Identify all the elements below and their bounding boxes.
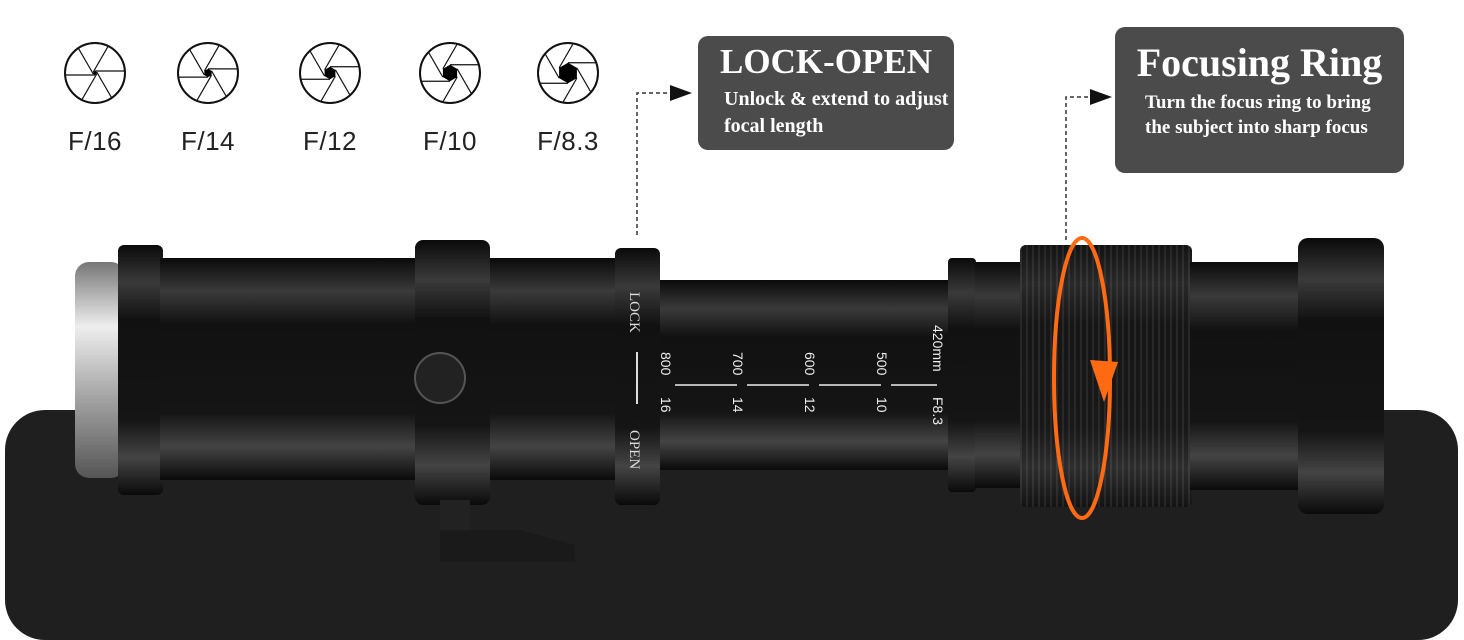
lock-open-connector xyxy=(636,85,692,235)
lock-open-callout: LOCK-OPEN Unlock & extend to adjust foca… xyxy=(698,36,954,150)
open-label: OPEN xyxy=(626,430,642,469)
lens-mount xyxy=(75,245,163,495)
aperture-label: F/16 xyxy=(67,126,123,156)
rotation-arrow-icon xyxy=(1052,236,1118,520)
zoom-barrel xyxy=(660,280,950,470)
rear-barrel xyxy=(160,258,418,480)
aperture-f16: F/16 xyxy=(55,40,135,157)
aperture-icon xyxy=(419,42,481,104)
callout-description: Turn the focus ring to bring the subject… xyxy=(1145,92,1371,138)
aperture-label: F/14 xyxy=(180,126,236,156)
callout-title: LOCK-OPEN xyxy=(720,42,932,81)
collar-knob[interactable] xyxy=(414,352,466,404)
aperture-f12: F/12 xyxy=(290,40,370,157)
fstop-mark: 10 xyxy=(874,397,890,413)
focal-mark: 700 xyxy=(730,352,746,376)
aperture-icon xyxy=(299,42,361,104)
fstop-mark: 14 xyxy=(730,397,746,413)
aperture-f8-3: F/8.3 xyxy=(528,40,608,157)
callout-title: Focusing Ring xyxy=(1136,40,1383,85)
fstop-mark: 16 xyxy=(658,397,674,413)
aperture-label: F/12 xyxy=(302,126,358,156)
aperture-label: F/8.3 xyxy=(537,126,599,156)
focusing-ring-callout: Focusing Ring Turn the focus ring to bri… xyxy=(1115,27,1404,173)
focal-mark: 800 xyxy=(658,352,674,376)
aperture-icon xyxy=(537,42,599,104)
lock-label: LOCK xyxy=(626,292,642,333)
aperture-label: F/10 xyxy=(422,126,478,156)
front-ring xyxy=(948,258,976,492)
fstop-mark: F8.3 xyxy=(930,397,946,425)
callout-description: Unlock & extend to adjust focal length xyxy=(724,88,949,137)
aperture-icon xyxy=(64,42,126,104)
focal-mark: 600 xyxy=(802,352,818,376)
aperture-icon xyxy=(177,42,239,104)
lens-hood xyxy=(1298,238,1384,514)
focal-mark: 500 xyxy=(874,352,890,376)
focal-mark: 420mm xyxy=(930,325,946,372)
tripod-collar xyxy=(414,240,575,562)
fstop-mark: 12 xyxy=(802,397,818,413)
aperture-f10: F/10 xyxy=(410,40,490,157)
mid-barrel xyxy=(490,258,618,480)
aperture-f14: F/14 xyxy=(168,40,248,157)
front-barrel xyxy=(975,262,1023,488)
focusing-ring-connector xyxy=(1065,89,1112,240)
lens-hood-base xyxy=(1190,262,1302,490)
